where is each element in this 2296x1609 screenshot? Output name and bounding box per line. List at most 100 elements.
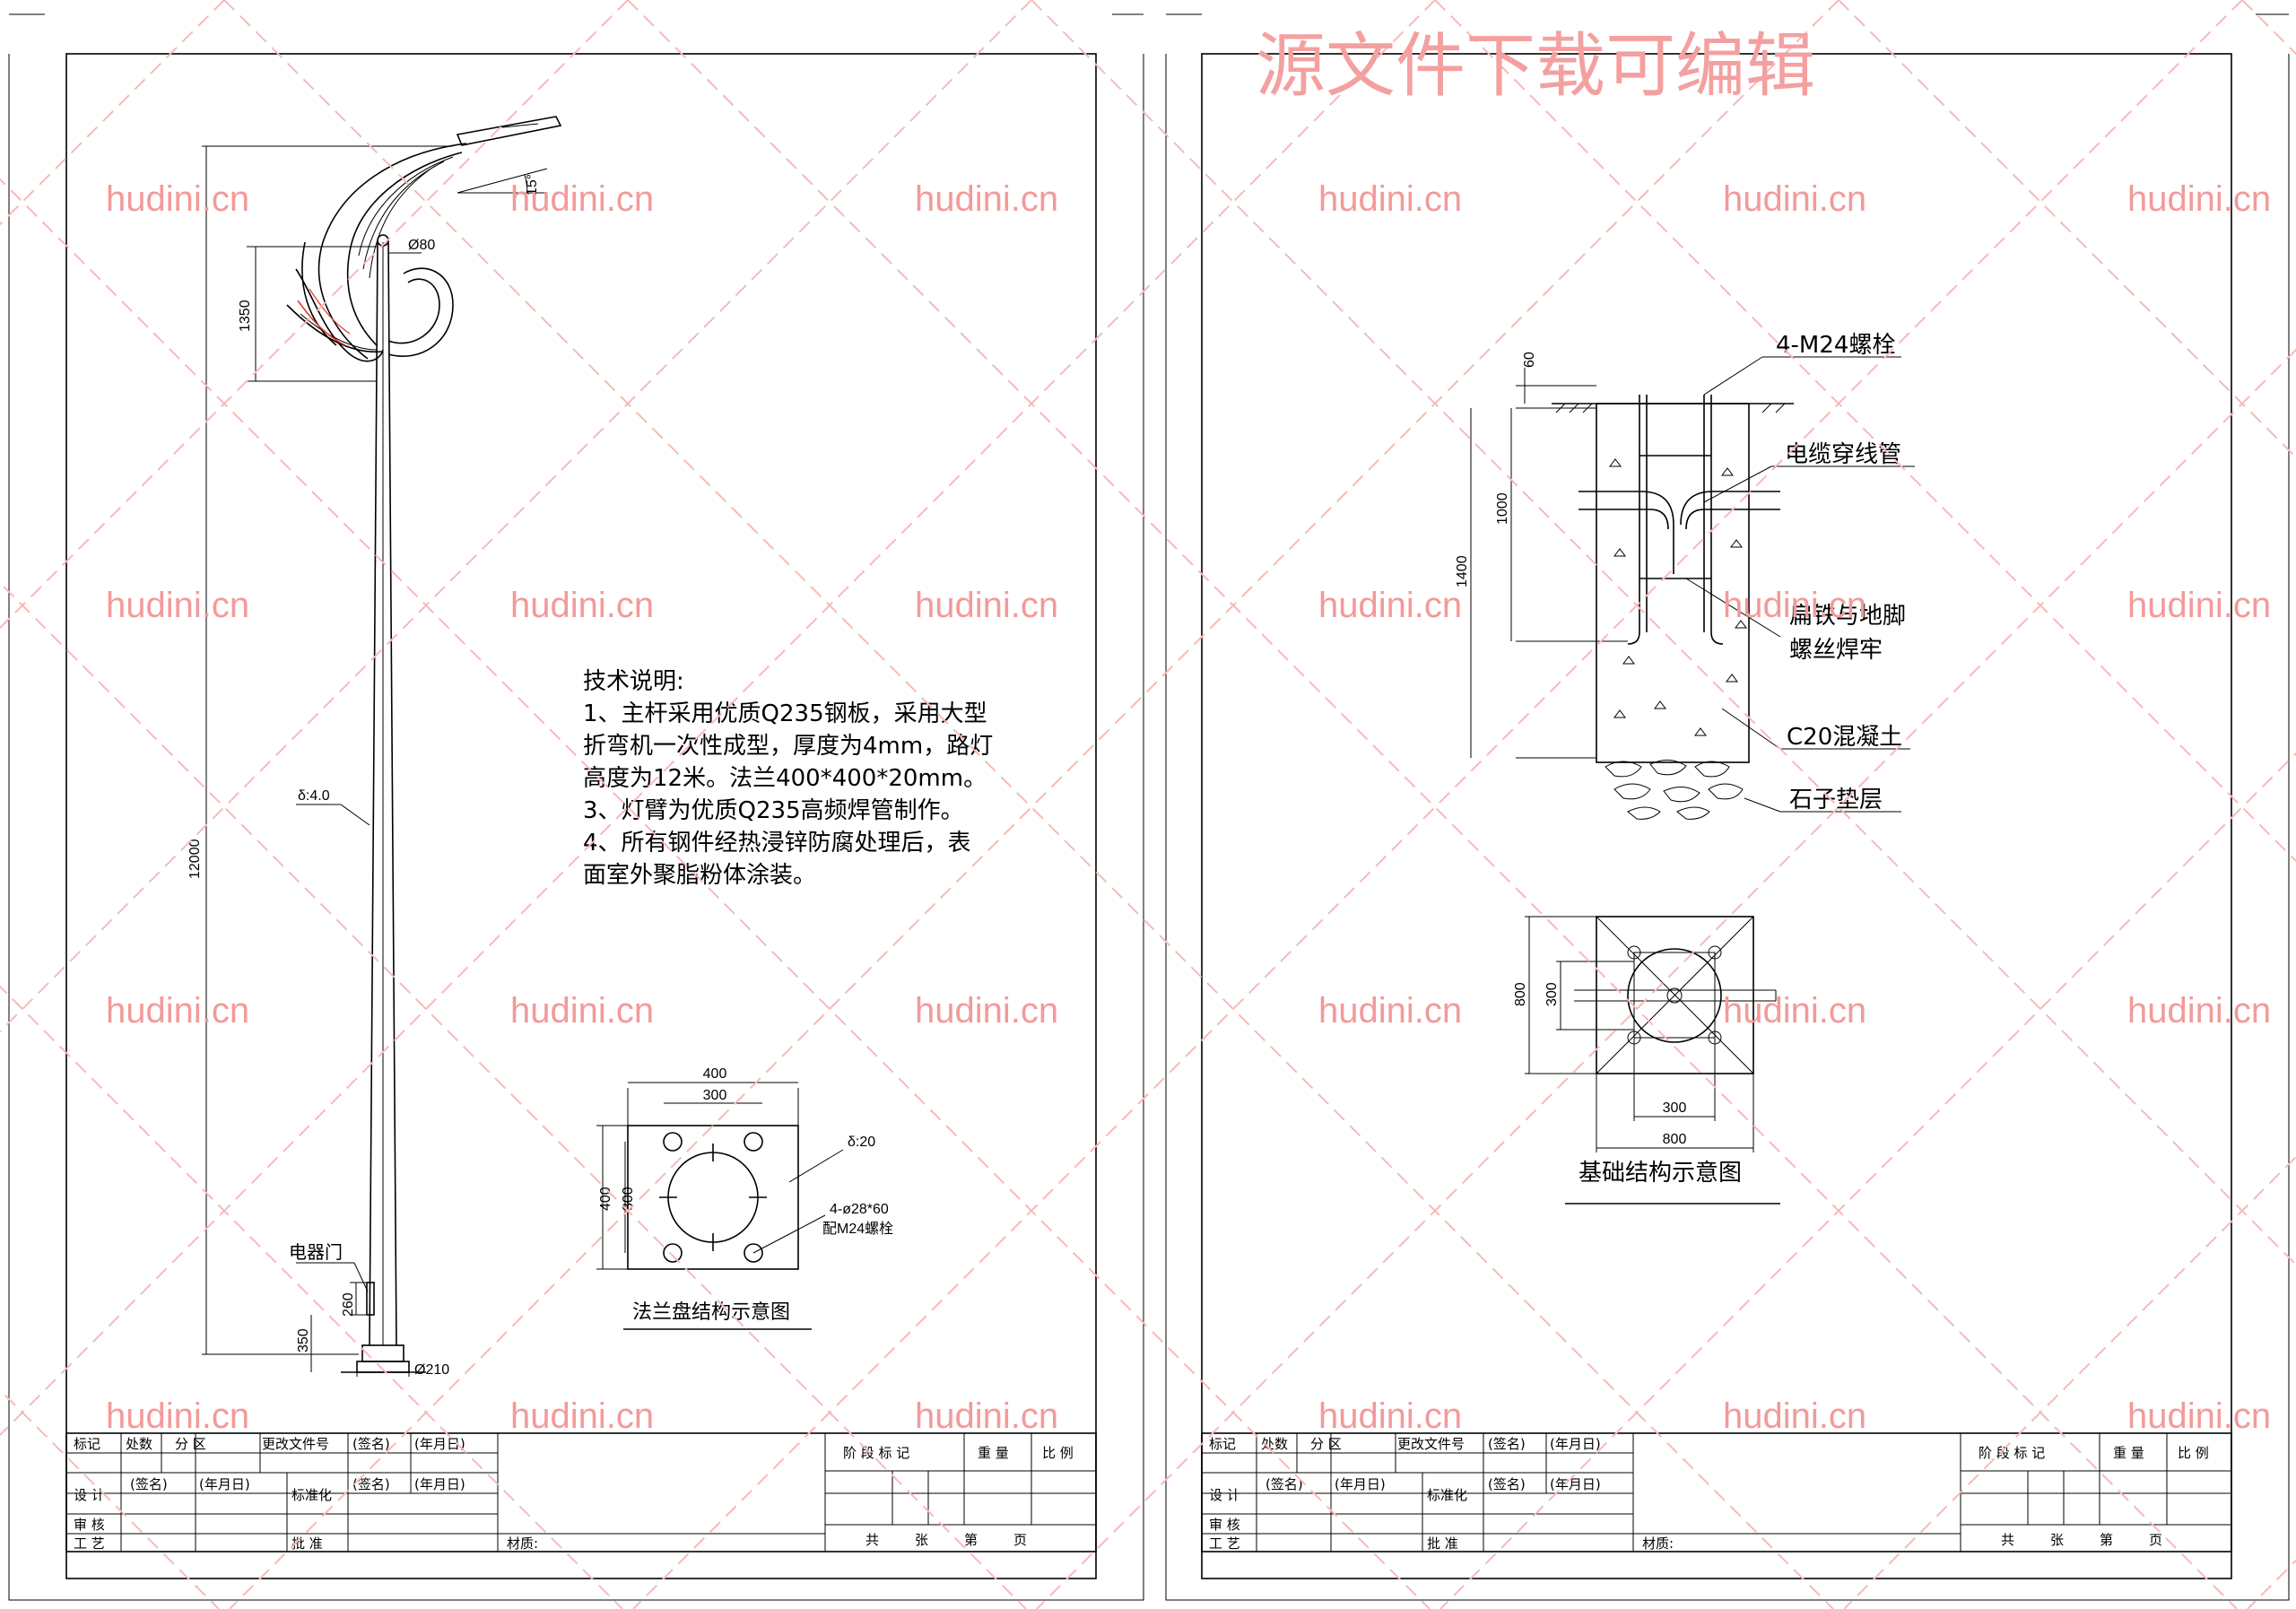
flange-caption: 法兰盘结构示意图 [632,1301,790,1324]
watermark-text: hudini.cn [510,991,654,1031]
tb-r-zone: 分 区 [1310,1436,1342,1452]
dim-arm-height: 1350 [238,300,253,332]
note-line-4: 3、灯臂为优质Q235高频焊管制作。 [583,797,964,824]
tb-r-review: 审 核 [1209,1517,1240,1533]
tb-r-sheet: 张 [2050,1532,2064,1548]
bolt-label: 4-M24螺栓 [1776,332,1895,359]
watermark-text: hudini.cn [915,1396,1058,1436]
tb-date-3: (年月日) [414,1476,465,1492]
watermark-line [627,0,2238,1609]
watermark-line [0,0,225,226]
watermark-text: hudini.cn [510,179,654,219]
watermark-line [229,0,1839,1609]
tb-r-sign: (签名) [1488,1436,1526,1452]
tb-sheet: 张 [915,1532,928,1548]
tb-r-sign-2: (签名) [1265,1476,1303,1492]
tb-sign: (签名) [352,1436,390,1452]
watermark-line [0,985,623,1609]
tb-r-mark: 标记 [1209,1436,1236,1452]
title-block-left: 标记 处数 分 区 更改文件号 (签名) (年月日) (签名) (年月日) (签… [65,1432,1097,1552]
tb-sign-2: (签名) [130,1476,168,1492]
watermark-text: hudini.cn [106,1396,249,1436]
watermark-line [1036,348,2296,1609]
pole-dimensions: 12000 1350 Ø80 δ:4.0 电器门 260 350 Ø210 [187,145,453,1378]
fnd-dim-1400: 1400 [1455,555,1470,587]
watermark-text: hudini.cn [1318,179,1462,219]
watermark-line [1031,0,2296,1266]
watermark-text: hudini.cn [2127,1396,2271,1436]
tb-r-scale: 比 例 [2178,1445,2209,1461]
dim-top-dia: Ø80 [408,238,435,253]
watermark-text: hudini.cn [915,179,1058,219]
watermark-banner: 源文件下载可编辑 [1256,26,1815,107]
tb-r-material: 材质: [1642,1535,1674,1552]
tb-date: (年月日) [414,1436,465,1452]
dim-thickness: δ:4.0 [298,788,330,804]
tb-scale: 比 例 [1042,1445,1074,1461]
tb-material: 材质: [507,1535,538,1552]
foundation-section: 60 1000 1400 4-M24螺栓 电缆穿线管 扁铁与地脚 螺丝焊牢 C2… [1455,332,1915,820]
note-line-5: 4、所有钢件经热浸锌防腐处理后，表 [583,830,971,857]
watermark-text: hudini.cn [1723,586,1866,625]
tb-r-change-doc: 更改文件号 [1397,1436,1465,1452]
tb-change-doc: 更改文件号 [262,1436,329,1452]
tb-r-total: 共 [2001,1532,2014,1548]
note-line-3: 高度为12米。法兰400*400*20mm。 [583,765,987,792]
tb-r-approve: 批 准 [1427,1535,1458,1552]
tb-r-page-no: 第 [2100,1532,2113,1548]
plan-dim-300-bottom: 300 [1663,1100,1687,1116]
note-line-6: 面室外聚脂粉体涂装。 [583,862,816,889]
watermark-line [632,0,2243,1609]
flange-detail: 400 300 400 300 δ:20 4-ø28*60 配M24螺栓 法兰盘… [596,1066,893,1330]
tb-r-standard: 标准化 [1427,1487,1467,1503]
notes-title: 技术说明: [583,668,684,695]
tb-r-design: 设 计 [1209,1487,1240,1503]
plan-dim-300-left: 300 [1544,982,1560,1006]
dim-base-dia: Ø210 [414,1362,449,1378]
tb-zone: 分 区 [175,1436,206,1452]
title-block-right: 标记 处数 分 区 更改文件号 (签名) (年月日) (签名) (年月日) (签… [1201,1432,2232,1552]
note-line-1: 1、主杆采用优质Q235钢板，采用大型 [583,700,987,727]
angle-indicator: 15° [457,168,548,196]
note-line-2: 折弯机一次性成型，厚度为4mm，路灯 [583,733,993,760]
watermark-text: hudini.cn [106,586,249,625]
watermark-text: hudini.cn [915,991,1058,1031]
foundation-caption: 基础结构示意图 [1578,1160,1742,1187]
tb-r-weight: 重 量 [2113,1445,2144,1461]
watermark-text: hudini.cn [106,991,249,1031]
watermark-line [0,1388,220,1609]
tb-r-date-2: (年月日) [1335,1476,1386,1492]
flange-holes: 4-ø28*60 [830,1202,889,1217]
gravel-layer [1605,760,1744,820]
watermark-text: hudini.cn [2127,179,2271,219]
fnd-dim-1000: 1000 [1495,492,1510,525]
watermark-line [223,0,1834,1609]
concrete-label: C20混凝土 [1787,724,1902,751]
watermark-text: hudini.cn [510,586,654,625]
plan-dim-800-left: 800 [1513,982,1528,1006]
door-label: 电器门 [289,1241,343,1263]
tb-standard: 标准化 [291,1487,332,1503]
tb-stage-mark: 阶 段 标 记 [843,1445,909,1461]
pole-elevation [286,116,562,1373]
angle-label: 15° [525,174,540,196]
tb-total: 共 [865,1532,879,1548]
tb-craft: 工 艺 [74,1535,105,1552]
watermark-text: hudini.cn [510,1396,654,1436]
watermark-text: hudini.cn [2127,991,2271,1031]
tb-page-no: 第 [964,1532,978,1548]
flange-dim-400-top: 400 [703,1066,727,1082]
tb-count: 处数 [126,1436,152,1452]
tb-r-date: (年月日) [1550,1436,1601,1452]
flange-dim-400-left: 400 [598,1187,613,1211]
tb-review: 审 核 [74,1517,105,1533]
dim-pole-height: 12000 [187,839,203,879]
flange-dim-300-left: 300 [621,1187,636,1211]
tb-weight: 重 量 [978,1445,1009,1461]
dim-door-height: 260 [341,1292,356,1317]
flange-dim-300-top: 300 [703,1088,727,1103]
watermark-line [1843,1155,2296,1609]
dim-door-base: 350 [296,1328,311,1352]
watermark-line [0,581,1027,1609]
